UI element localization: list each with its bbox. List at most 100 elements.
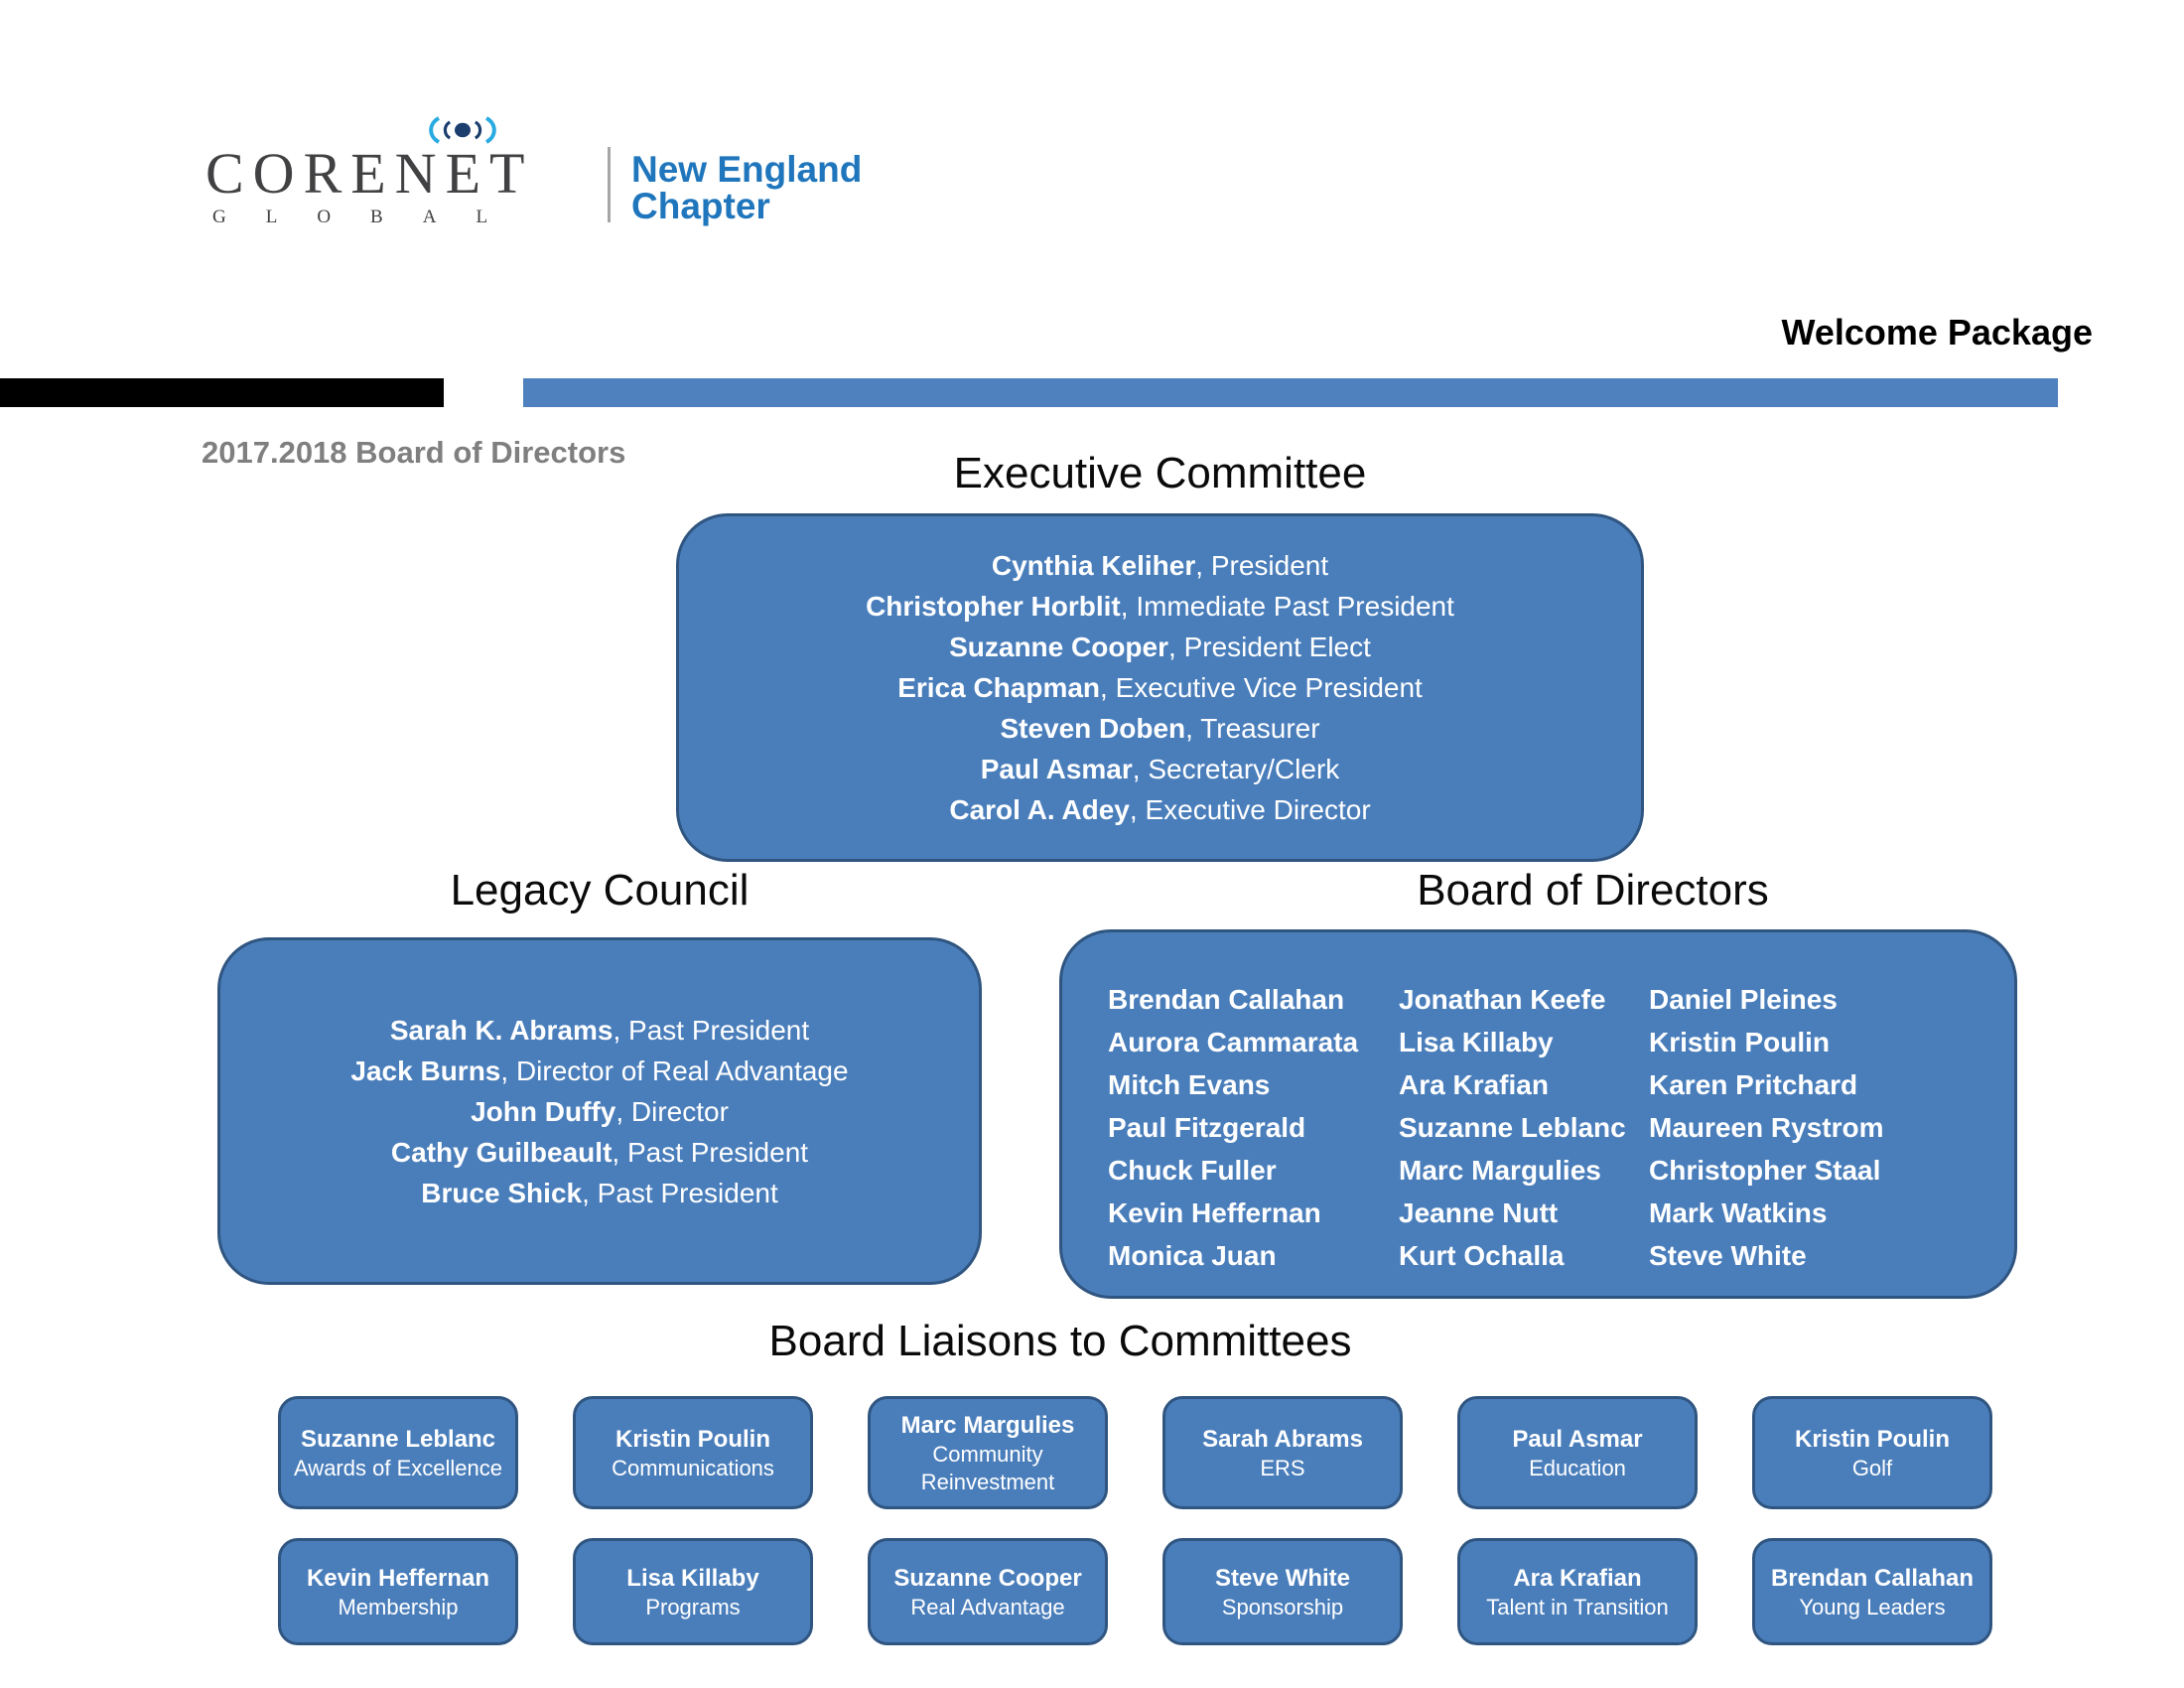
exec-member-line: Steven Doben, Treasurer — [679, 708, 1641, 749]
liaison-card-education: Paul Asmar Education — [1457, 1396, 1698, 1509]
director-name: Mark Watkins — [1649, 1197, 1828, 1228]
liaison-committee: Young Leaders — [1799, 1594, 1946, 1619]
legacy-council-box: Sarah K. Abrams, Past President Jack Bur… — [217, 937, 982, 1285]
liaison-name: Kristin Poulin — [615, 1425, 770, 1453]
liaison-committee: Awards of Excellence — [294, 1455, 502, 1480]
liaison-name: Kevin Heffernan — [306, 1564, 490, 1592]
director-name: Mitch Evans — [1108, 1069, 1271, 1100]
director-name: Maureen Rystrom — [1649, 1112, 1884, 1143]
exec-committee-box: Cynthia Keliher, President Christopher H… — [676, 513, 1644, 862]
separator: , — [1132, 754, 1149, 784]
exec-member-line: Cynthia Keliher, President — [679, 545, 1641, 586]
exec-member-line: Christopher Horblit, Immediate Past Pres… — [679, 586, 1641, 627]
liaison-card-real-advantage: Suzanne Cooper Real Advantage — [868, 1538, 1108, 1645]
member-role: Secretary/Clerk — [1148, 754, 1340, 784]
separator: , — [1120, 591, 1137, 622]
liaison-name: Steve White — [1214, 1564, 1351, 1592]
liaison-committee: Talent in Transition — [1486, 1594, 1669, 1619]
exec-member-line: Paul Asmar, Secretary/Clerk — [679, 749, 1641, 789]
member-name: Paul Asmar — [980, 754, 1133, 784]
liaison-committee: Community Reinvestment — [920, 1441, 1055, 1494]
liaison-committee: Membership — [338, 1594, 459, 1619]
liaison-card-sponsorship: Steve White Sponsorship — [1162, 1538, 1403, 1645]
liaison-name: Paul Asmar — [1512, 1425, 1643, 1453]
member-name: Cathy Guilbeault — [390, 1136, 613, 1168]
black-accent-bar — [0, 378, 444, 407]
liaison-name: Sarah Abrams — [1202, 1425, 1363, 1453]
member-role: Treasurer — [1200, 713, 1320, 744]
bod-column-2: Jonathan Keefe Lisa Killaby Ara Krafian … — [1399, 978, 1649, 1277]
chapter-line2: Chapter — [631, 186, 770, 226]
director-name: Kurt Ochalla — [1399, 1240, 1565, 1271]
legacy-member-line: John Duffy, Director — [220, 1091, 979, 1132]
director-name: Christopher Staal — [1649, 1155, 1881, 1186]
liaison-card-membership: Kevin Heffernan Membership — [278, 1538, 518, 1645]
legacy-member-line: Cathy Guilbeault, Past President — [220, 1132, 979, 1173]
member-name: Carol A. Adey — [949, 794, 1130, 825]
exec-member-line: Carol A. Adey, Executive Director — [679, 789, 1641, 830]
director-name: Marc Margulies — [1399, 1155, 1601, 1186]
director-name: Chuck Fuller — [1108, 1155, 1277, 1186]
member-name: Erica Chapman — [897, 672, 1101, 703]
member-role: Past President — [597, 1177, 778, 1208]
liaison-name: Suzanne Leblanc — [300, 1425, 496, 1453]
liaison-card-young-leaders: Brendan Callahan Young Leaders — [1752, 1538, 1992, 1645]
corenet-swirl-icon — [429, 116, 496, 144]
member-name: Christopher Horblit — [866, 591, 1121, 622]
liaison-card-ers: Sarah Abrams ERS — [1162, 1396, 1403, 1509]
board-year-subtitle: 2017.2018 Board of Directors — [202, 435, 626, 470]
board-of-directors-box: Brendan Callahan Aurora Cammarata Mitch … — [1059, 929, 2017, 1299]
bod-column-1: Brendan Callahan Aurora Cammarata Mitch … — [1108, 978, 1399, 1277]
separator: , — [1195, 550, 1211, 581]
member-role: Executive Vice President — [1115, 672, 1423, 703]
director-name: Ara Krafian — [1399, 1069, 1549, 1100]
logo-brand-text: CORENET — [205, 141, 534, 206]
liaison-card-community-reinvestment: Marc Margulies Community Reinvestment — [868, 1396, 1108, 1509]
bod-column-3: Daniel Pleines Kristin Poulin Karen Prit… — [1649, 978, 1884, 1277]
liaison-committee: Programs — [645, 1594, 741, 1619]
member-role: Executive Director — [1145, 794, 1371, 825]
chapter-line1: New England — [631, 149, 863, 190]
member-name: Bruce Shick — [421, 1177, 583, 1208]
exec-member-line: Erica Chapman, Executive Vice President — [679, 667, 1641, 708]
director-name: Monica Juan — [1108, 1240, 1277, 1271]
legacy-member-line: Sarah K. Abrams, Past President — [220, 1010, 979, 1051]
director-name: Kevin Heffernan — [1108, 1197, 1321, 1228]
director-name: Daniel Pleines — [1649, 984, 1838, 1015]
separator: , — [613, 1014, 629, 1046]
director-name: Jeanne Nutt — [1399, 1197, 1559, 1228]
separator: , — [500, 1055, 516, 1086]
chapter-name: New England Chapter — [631, 151, 862, 224]
director-name: Lisa Killaby — [1399, 1027, 1554, 1057]
separator: , — [1100, 672, 1116, 703]
legacy-council-title: Legacy Council — [450, 866, 750, 914]
director-name: Paul Fitzgerald — [1108, 1112, 1306, 1143]
logo-divider — [608, 147, 611, 222]
liaison-committee: Real Advantage — [910, 1594, 1065, 1619]
liaison-name: Brendan Callahan — [1770, 1564, 1975, 1592]
member-role: President — [1210, 550, 1329, 581]
liaison-name: Marc Margulies — [900, 1411, 1075, 1439]
board-of-directors-title: Board of Directors — [1417, 866, 1769, 914]
member-role: Director — [630, 1095, 729, 1127]
logo-global-text: GLOBAL — [212, 207, 528, 227]
bod-columns: Brendan Callahan Aurora Cammarata Mitch … — [1062, 932, 2014, 1277]
liaison-committee: ERS — [1260, 1455, 1305, 1480]
liaison-card-programs: Lisa Killaby Programs — [573, 1538, 813, 1645]
separator: , — [1185, 713, 1201, 744]
separator: , — [615, 1095, 631, 1127]
liaison-card-talent-in-transition: Ara Krafian Talent in Transition — [1457, 1538, 1698, 1645]
member-role: Past President — [626, 1136, 809, 1168]
director-name: Brendan Callahan — [1108, 984, 1345, 1015]
exec-committee-title: Executive Committee — [953, 449, 1367, 497]
member-role: President Elect — [1183, 632, 1371, 662]
member-role: Director of Real Advantage — [515, 1055, 849, 1086]
member-name: Cynthia Keliher — [991, 550, 1196, 581]
member-name: Steven Doben — [1000, 713, 1186, 744]
director-name: Steve White — [1649, 1240, 1807, 1271]
director-name: Suzanne Leblanc — [1399, 1112, 1626, 1143]
liaison-committee: Golf — [1851, 1455, 1893, 1480]
legacy-member-line: Jack Burns, Director of Real Advantage — [220, 1051, 979, 1091]
member-name: Sarah K. Abrams — [389, 1014, 614, 1046]
